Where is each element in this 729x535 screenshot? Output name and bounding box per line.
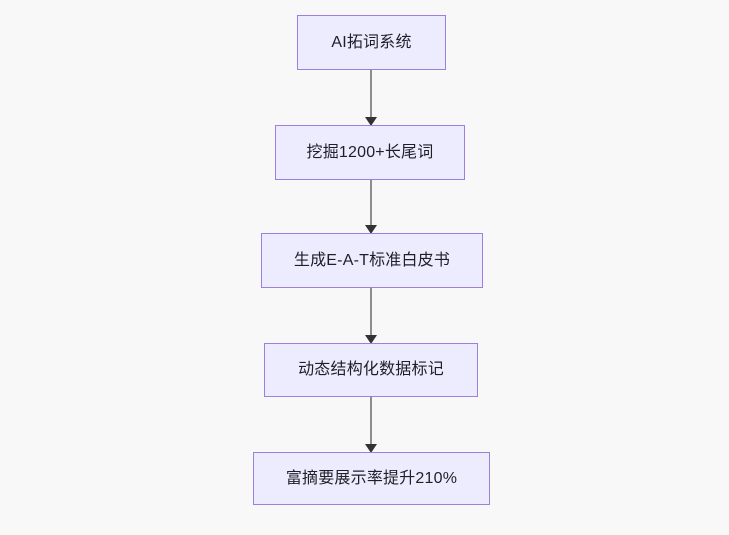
flowchart-node-4[interactable]: 动态结构化数据标记 — [264, 343, 478, 397]
flowchart-node-5-label: 富摘要展示率提升210% — [285, 469, 458, 487]
flowchart-node-5[interactable]: 富摘要展示率提升210% — [253, 452, 490, 505]
flowchart-connector-2 — [370, 180, 372, 225]
flowchart-node-1-label: AI拓词系统 — [331, 33, 412, 51]
down-arrow-icon-4 — [365, 444, 377, 453]
down-arrow-icon-1 — [365, 117, 377, 126]
flowchart-connector-1 — [370, 70, 372, 117]
flowchart-node-1[interactable]: AI拓词系统 — [297, 15, 446, 70]
down-arrow-icon-3 — [365, 335, 377, 344]
flowchart-node-3-label: 生成E-A-T标准白皮书 — [293, 251, 451, 269]
flowchart-node-3[interactable]: 生成E-A-T标准白皮书 — [261, 233, 483, 288]
flowchart-node-4-label: 动态结构化数据标记 — [298, 361, 444, 378]
flowchart-node-2-label: 挖掘1200+长尾词 — [306, 143, 434, 161]
down-arrow-icon-2 — [365, 225, 377, 234]
flowchart-connector-4 — [370, 397, 372, 444]
flowchart-connector-3 — [370, 288, 372, 335]
flowchart-node-2[interactable]: 挖掘1200+长尾词 — [275, 125, 465, 180]
